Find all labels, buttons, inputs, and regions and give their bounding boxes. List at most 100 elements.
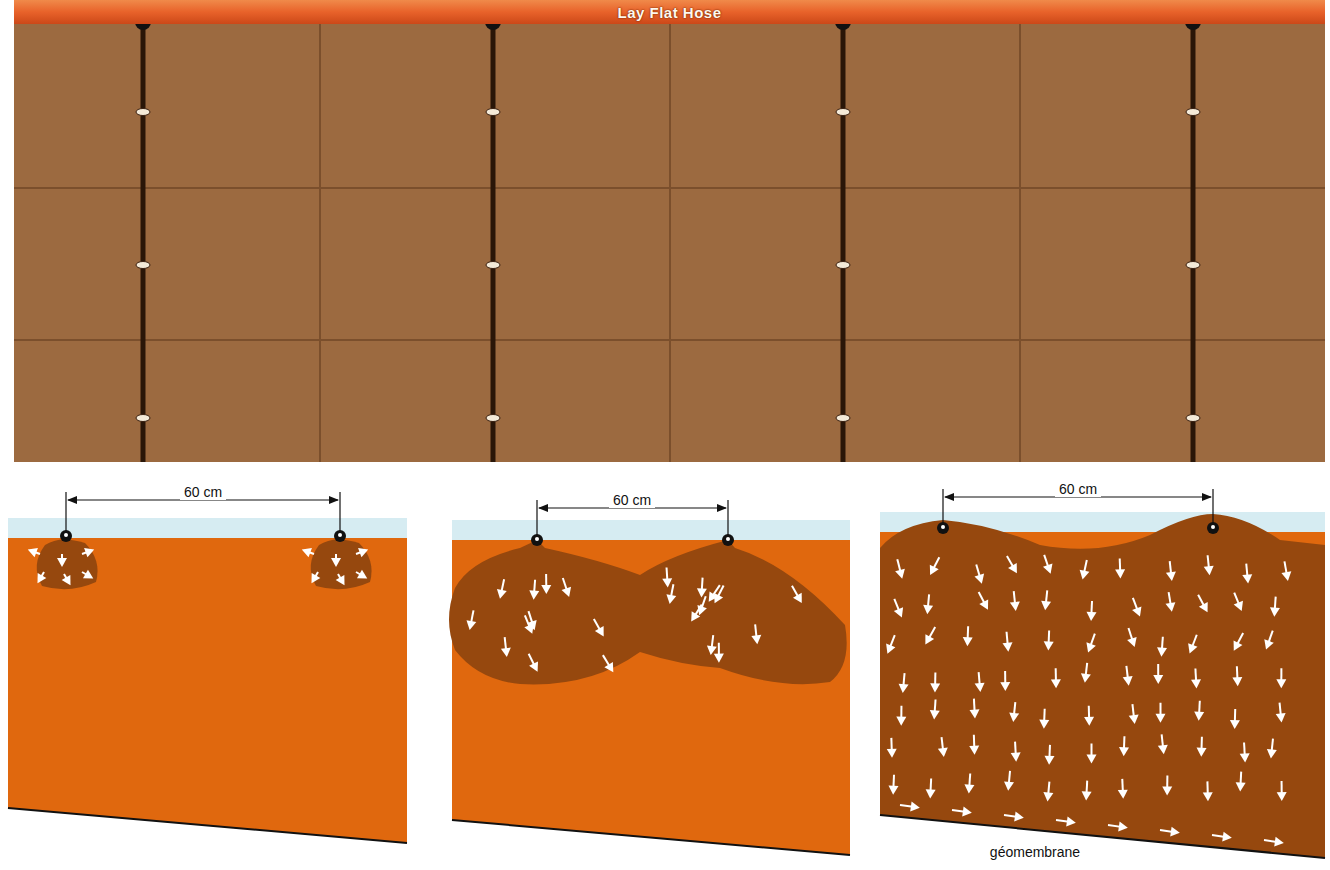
flow-arrow [1115,558,1125,578]
flow-arrow [1188,635,1197,654]
flow-arrow [923,594,933,614]
emitter [836,262,850,269]
water-arrows [28,548,1292,847]
emitter [1186,262,1200,269]
flow-arrow [889,775,899,795]
flow-arrow [1155,703,1165,723]
flow-arrow [714,585,723,603]
flow-arrow [1082,781,1092,801]
dripper-hole [726,537,730,541]
flow-arrow [1004,812,1024,822]
emitter [836,109,850,116]
soil-section [8,538,407,843]
flow-arrow [896,706,906,726]
flow-arrow [1153,664,1163,684]
flow-arrow [1158,734,1168,754]
flow-arrow [1166,561,1176,581]
flow-arrow [970,699,980,719]
flow-arrow [1267,739,1277,759]
flow-arrow [1240,742,1250,762]
flow-arrow [1230,709,1240,729]
flow-arrow [1129,704,1139,724]
flow-arrow [1157,637,1167,657]
drip-lines [135,14,1201,462]
flow-arrow [1039,709,1049,729]
flow-arrow [1003,632,1013,652]
flow-arrow [501,637,511,657]
flow-arrow [529,654,538,672]
flow-arrow [714,643,724,663]
flow-arrow [1234,593,1243,612]
dripper [531,534,543,546]
emitter [486,109,500,116]
flow-arrow [1281,561,1291,581]
emitter [136,109,150,116]
flow-arrow [541,574,551,594]
flow-arrow [1087,743,1097,763]
flow-arrow [1242,564,1252,584]
flow-arrow [1232,666,1242,686]
flow-arrow [1000,671,1010,691]
flow-arrow [1264,837,1284,847]
dimension-lines [60,489,1219,546]
flow-arrow [1123,666,1133,686]
flow-arrow [336,574,345,585]
flow-arrow [697,578,707,598]
flow-arrow [1004,771,1014,791]
flow-arrow [938,737,948,757]
flow-arrow [1204,555,1214,575]
dripper [937,522,949,534]
section-middle [449,520,850,855]
flow-arrow [1009,702,1019,722]
flow-arrow [524,615,533,634]
surface-strip [452,520,850,540]
drip-line [841,24,846,462]
flow-arrow [82,548,94,557]
extension-line [339,492,340,536]
emitter [486,262,500,269]
flow-arrow [1194,701,1204,721]
flow-arrow [751,624,761,644]
dimension-arrowhead [538,504,548,512]
dripper [722,534,734,546]
flow-arrow [979,592,989,610]
flow-arrow [1234,633,1244,651]
dimension-label: 60 cm [180,484,226,500]
flow-arrow [975,672,985,692]
flow-arrow [1197,737,1207,757]
flow-arrow [1007,556,1017,573]
dimension-arrowhead [944,493,954,501]
soil-field [14,0,1325,462]
dimension-label: 60 cm [1055,481,1101,497]
dripper [60,530,72,542]
hose-header-band: Lay Flat Hose [14,0,1325,24]
flow-arrow [356,548,368,557]
flow-arrow [1165,592,1175,612]
flow-arrow [963,626,973,646]
wet-zone [449,540,847,684]
dripper-hole [941,525,945,529]
flow-arrow [1132,598,1141,617]
emitter [836,415,850,422]
flow-arrow [666,584,676,604]
flow-arrow [1056,817,1076,827]
flow-arrow [312,572,321,583]
flow-arrow [356,570,367,579]
dimension-arrowhead [1202,493,1212,501]
flow-arrow [1080,560,1090,580]
flow-arrow [1051,668,1061,688]
flow-arrow [1127,628,1137,647]
emitter [136,415,150,422]
wet-bulb [37,539,98,589]
flow-arrow [1198,595,1208,613]
drip-line [491,24,496,462]
section-early [8,518,407,843]
flow-arrow [930,672,940,692]
base-line [8,808,407,843]
plan-view [14,0,1325,462]
drip-line [1191,24,1196,462]
flow-arrow [1277,781,1287,801]
flow-arrow [594,619,604,636]
flow-arrow [894,599,903,618]
